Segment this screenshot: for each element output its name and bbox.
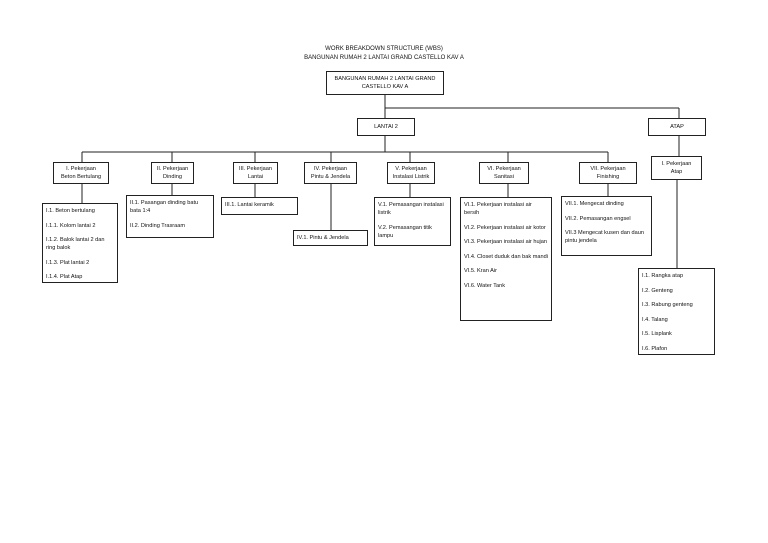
- group-instalasi-listrik: V. Pekerjaan Instalasi Listrik: [387, 162, 435, 184]
- diagram-subtitle: BANGUNAN RUMAH 2 LANTAI GRAND CASTELLO K…: [304, 55, 464, 61]
- list-pintu-jendela: IV.1. Pintu & Jendela: [293, 230, 368, 246]
- list-item: VII.2. Pemasangan engsel: [565, 215, 631, 222]
- node-atap-label: ATAP: [670, 124, 684, 130]
- list-item: VI.1. Pekerjaan instalasi air bersih: [464, 202, 532, 216]
- group-line1: V. Pekerjaan: [395, 166, 427, 172]
- group-lantai: III. Pekerjaan Lantai: [233, 162, 278, 184]
- group-line2: Lantai: [247, 174, 264, 180]
- list-item: II.2. Dinding Trasraam: [130, 222, 186, 229]
- group-pintu-jendela: IV. Pekerjaan Pintu & Jendela: [304, 162, 357, 184]
- list-item: I.1. Beton bertulang: [46, 208, 95, 214]
- group-sanitasi: VI. Pekerjaan Sanitasi: [479, 162, 529, 184]
- group-line2: Sanitasi: [494, 174, 514, 180]
- group-line2: Finishing: [596, 174, 620, 180]
- node-atap: ATAP: [648, 118, 706, 136]
- group-atap: I. Pekerjaan Atap: [651, 156, 702, 180]
- group-line2: Dinding: [163, 174, 182, 180]
- list-atap: I.1. Rangka atap I.2. Genteng I.3. Rabun…: [638, 268, 715, 355]
- list-sanitasi: VI.1. Pekerjaan instalasi air bersih VI.…: [460, 197, 552, 321]
- group-finishing: VII. Pekerjaan Finishing: [579, 162, 637, 184]
- list-item: I.1.2. Balok lantai 2 dan ring balok: [46, 237, 105, 251]
- group-line1: VII. Pekerjaan: [590, 166, 626, 172]
- list-item: I.1.1. Kolom lantai 2: [46, 222, 96, 229]
- list-item: VII.3 Mengecat kusen dan daun pintu jend…: [565, 230, 644, 244]
- group-line2: Pintu & Jendela: [310, 174, 351, 180]
- list-item: VI.3. Pekerjaan instalasi air hujan: [464, 239, 548, 245]
- group-line2: Beton Bertulang: [60, 174, 102, 180]
- list-item: I.1.3. Plat lantai 2: [46, 259, 90, 266]
- root-node-line2: CASTELLO KAV A: [361, 84, 409, 90]
- diagram-title: WORK BREAKDOWN STRUCTURE (WBS): [325, 46, 443, 52]
- list-item: I.1. Rangka atap: [642, 273, 684, 279]
- group-line1: II. Pekerjaan: [156, 166, 189, 172]
- group-line1: I. Pekerjaan: [661, 161, 692, 167]
- group-line2: Atap: [670, 169, 683, 175]
- list-item: IV.1. Pintu & Jendela: [297, 235, 349, 241]
- list-item: VI.5. Kran Air: [464, 268, 497, 274]
- group-line1: III. Pekerjaan: [239, 166, 272, 172]
- list-item: VI.6. Water Tank: [464, 282, 506, 289]
- list-item: I.4. Talang: [642, 316, 668, 323]
- list-item: III.1. Lantai keramik: [225, 202, 274, 208]
- group-line1: VI. Pekerjaan: [487, 166, 521, 172]
- list-item: I.5. Lisplank: [642, 331, 672, 337]
- node-lantai-2: LANTAI 2: [357, 118, 415, 136]
- group-line1: I. Pekerjaan: [66, 166, 96, 172]
- list-item: VI.2. Pekerjaan instalasi air kotor: [464, 224, 546, 231]
- list-item: V.2. Pemasangan titik lampu: [378, 224, 432, 239]
- group-beton-bertulang: I. Pekerjaan Beton Bertulang: [53, 162, 109, 184]
- list-dinding: II.1. Pasangan dinding batu bata 1:4 II.…: [126, 195, 214, 238]
- root-node: BANGUNAN RUMAH 2 LANTAI GRAND CASTELLO K…: [326, 71, 444, 95]
- list-item: VI.4. Closet duduk dan bak mandi: [464, 253, 548, 260]
- root-node-line1: BANGUNAN RUMAH 2 LANTAI GRAND: [334, 76, 436, 82]
- group-line2: Instalasi Listrik: [392, 174, 430, 180]
- list-item: II.1. Pasangan dinding batu bata 1:4: [130, 200, 199, 214]
- list-item: V.1. Pemasangan instalasi listrik: [378, 202, 444, 216]
- list-item: I.1.4. Plat Atap: [46, 274, 83, 280]
- list-finishing: VII.1. Mengecat dinding VII.2. Pemasanga…: [561, 196, 652, 256]
- node-lantai-2-label: LANTAI 2: [374, 124, 398, 130]
- list-item: I.6. Plafon: [642, 345, 668, 352]
- list-instalasi-listrik: V.1. Pemasangan instalasi listrik V.2. P…: [374, 197, 451, 246]
- group-line1: IV. Pekerjaan: [313, 166, 348, 172]
- group-dinding: II. Pekerjaan Dinding: [151, 162, 194, 184]
- list-item: I.2. Genteng: [642, 287, 673, 294]
- list-item: I.3. Rabung genteng: [642, 302, 693, 308]
- list-lantai: III.1. Lantai keramik: [221, 197, 298, 215]
- list-beton-bertulang: I.1. Beton bertulang I.1.1. Kolom lantai…: [42, 203, 118, 283]
- list-item: VII.1. Mengecat dinding: [565, 201, 624, 207]
